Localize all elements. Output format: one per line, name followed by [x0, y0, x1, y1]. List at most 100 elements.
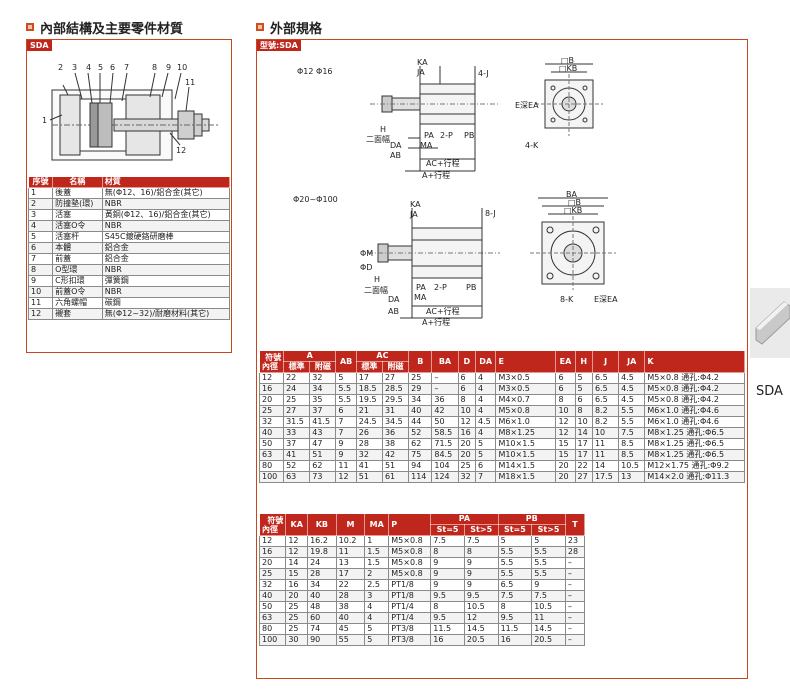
- table-cell: 3: [364, 590, 390, 602]
- table-cell: 41.5: [309, 416, 337, 428]
- table-cell: 6: [27, 242, 54, 254]
- table-cell: 58.5: [431, 427, 459, 439]
- table-cell: 4: [364, 601, 390, 613]
- col-header-da: DA: [474, 350, 497, 373]
- da-label: DA: [388, 295, 400, 304]
- table-cell: 7.5: [531, 590, 566, 602]
- table-cell: 124: [431, 471, 459, 483]
- table-cell: 74: [307, 623, 337, 635]
- 4j-label: 4-J: [478, 69, 489, 78]
- table-cell: 11: [335, 546, 366, 558]
- table-cell: 5: [364, 634, 390, 646]
- side-product-label[interactable]: SDA: [756, 384, 783, 399]
- col-header-ja: JA: [618, 350, 646, 373]
- table-cell: 2: [364, 568, 390, 580]
- bullet-square-icon: [26, 23, 34, 31]
- table-cell: 12: [555, 427, 576, 439]
- table-cell: 5: [497, 535, 533, 547]
- table-cell: C形扣環: [52, 275, 103, 287]
- part-number-12: 12: [176, 146, 186, 155]
- table-cell: 11: [591, 438, 620, 450]
- table-cell: 7: [474, 471, 497, 483]
- table-cell: 4.5: [474, 416, 497, 428]
- kb-label: □KB: [564, 206, 582, 215]
- side-view-drawing-large: KA JA 8-J ΦM ΦD H 二面幅 PA 2-P PB DA MA AB…: [360, 200, 500, 326]
- table-cell: M4×0.7: [495, 394, 557, 406]
- product-thumbnail-image[interactable]: [750, 288, 790, 358]
- table-cell: 11: [27, 297, 54, 309]
- table-cell: M8×1.25 通孔:Φ6.5: [644, 427, 745, 439]
- table-cell: 2.5: [364, 579, 390, 591]
- table-cell: 38: [335, 601, 366, 613]
- table-cell: 25: [283, 394, 311, 406]
- table-cell: 32: [258, 416, 285, 428]
- table-cell: 11.5: [430, 623, 465, 635]
- table-cell: 無(Φ12~32)/耐磨材料(其它): [101, 308, 231, 320]
- table-cell: 無(Φ12、16)/鋁合金(其它): [101, 187, 231, 199]
- table-cell: 25: [285, 612, 309, 624]
- table-cell: 8: [457, 394, 476, 406]
- table-cell: 80: [258, 460, 285, 472]
- table-cell: 7: [27, 253, 54, 265]
- table-cell: 25: [457, 460, 476, 472]
- table-cell: 8: [430, 546, 465, 558]
- table-cell: PT1/4: [388, 612, 432, 624]
- table-cell: 11: [591, 449, 620, 461]
- table-cell: 前蓋O令: [52, 286, 103, 298]
- table-cell: M3×0.5: [495, 383, 557, 395]
- table-cell: 10: [27, 286, 54, 298]
- table-cell: 50: [431, 416, 459, 428]
- table-cell: 100: [258, 634, 287, 646]
- table-cell: 24.5: [355, 416, 383, 428]
- table-cell: 44: [408, 416, 433, 428]
- table-cell: 20: [258, 557, 287, 569]
- table-cell: M5×0.8: [388, 535, 432, 547]
- table-cell: 9: [463, 568, 499, 580]
- side-view-drawing-small: KA JA 4-J H 二面幅 PA 2-P PB DA MA AB AC+行程…: [366, 58, 500, 180]
- table-cell: 14: [574, 427, 593, 439]
- table-cell: 6: [335, 405, 357, 417]
- table-cell: 6: [555, 383, 576, 395]
- table-cell: O型環: [52, 264, 103, 276]
- table-cell: M3×0.5: [495, 372, 557, 384]
- table-cell: 7.5: [618, 427, 646, 439]
- col-header-h: H: [574, 350, 593, 373]
- table-cell: 17: [574, 449, 593, 461]
- table-cell: 22: [283, 372, 311, 384]
- table-cell: 20: [285, 590, 309, 602]
- sub-header-ac-standard: 標準: [355, 361, 383, 373]
- table-cell: 40: [408, 405, 433, 417]
- part-number-6: 6: [110, 63, 115, 72]
- table-cell: 20.5: [531, 634, 566, 646]
- table-cell: 4: [364, 612, 390, 624]
- table-cell: 6: [457, 372, 476, 384]
- table-cell: 30: [285, 634, 309, 646]
- table-cell: 21: [355, 405, 383, 417]
- sub-header-pb-stgt5: St>5: [531, 524, 566, 536]
- table-cell: PT1/4: [388, 601, 432, 613]
- table-cell: 12: [258, 372, 285, 384]
- table-cell: 5.5: [335, 394, 357, 406]
- table-cell: 10: [591, 427, 620, 439]
- table-cell: 12: [457, 416, 476, 428]
- table-cell: 32: [258, 579, 287, 591]
- table-cell: 28.5: [381, 383, 410, 395]
- spec-table-1: 符號 內徑 A AB AC B BA D DA E EA H J JA K 標準…: [258, 350, 745, 483]
- table-cell: 8: [463, 546, 499, 558]
- table-cell: M6×1.0 通孔:Φ4.6: [644, 405, 745, 417]
- ma-label: MA: [414, 293, 427, 302]
- table-cell: 36: [431, 394, 459, 406]
- kb-label: □KB: [559, 64, 577, 73]
- table-cell: 34: [408, 394, 433, 406]
- table-cell: 6: [474, 460, 497, 472]
- table-cell: 24: [283, 383, 311, 395]
- table-cell: 45: [335, 623, 366, 635]
- table-cell: 16: [258, 383, 285, 395]
- table-cell: –: [564, 623, 586, 635]
